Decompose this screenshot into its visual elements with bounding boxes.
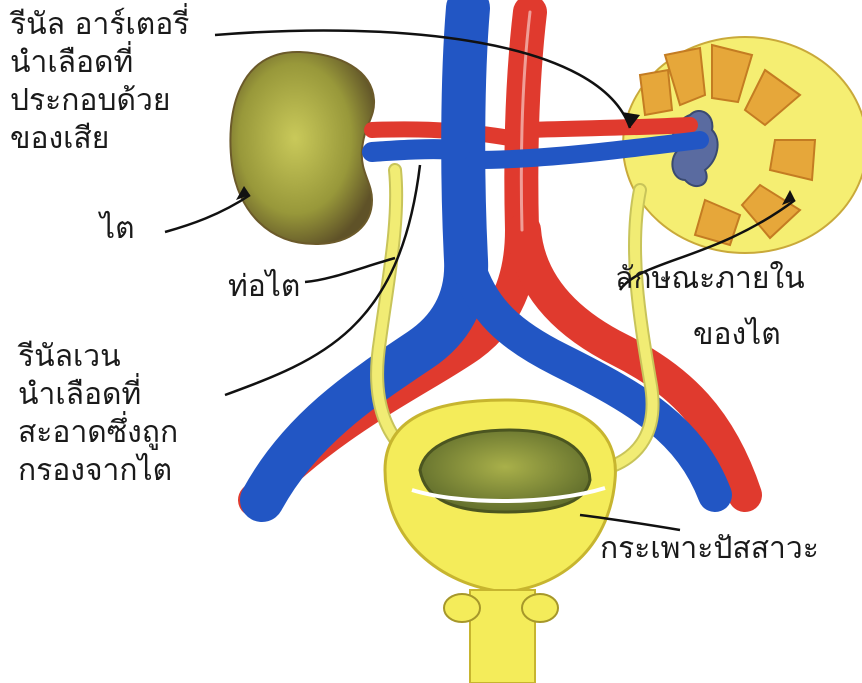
label-kidney-internal: ลักษณะภายใน ของไต bbox=[615, 260, 805, 354]
renal-vein-line-2: นำเลือดที่ bbox=[18, 376, 178, 414]
renal-artery-line-1: รีนัล อาร์เตอรี่ bbox=[10, 6, 189, 44]
kidney-internal-line-2: ของไต bbox=[693, 316, 805, 354]
label-renal-artery: รีนัล อาร์เตอรี่ นำเลือดที่ ประกอบด้วย ข… bbox=[10, 6, 189, 158]
renal-artery-line-2: นำเลือดที่ bbox=[10, 44, 189, 82]
kidney-left bbox=[230, 52, 374, 244]
kidney-internal-line-1: ลักษณะภายใน bbox=[615, 260, 805, 298]
label-kidney: ไต bbox=[100, 210, 135, 248]
renal-vein-line-4: กรองจากไต bbox=[18, 452, 178, 490]
renal-vein-line-3: สะอาดซึ่งถูก bbox=[18, 414, 178, 452]
label-renal-vein: รีนัลเวน นำเลือดที่ สะอาดซึ่งถูก กรองจาก… bbox=[18, 338, 178, 490]
renal-artery-line-4: ของเสีย bbox=[10, 120, 189, 158]
renal-artery-line-3: ประกอบด้วย bbox=[10, 82, 189, 120]
label-ureter: ท่อไต bbox=[228, 268, 300, 306]
renal-vein-line-1: รีนัลเวน bbox=[18, 338, 178, 376]
bladder bbox=[385, 400, 615, 683]
label-bladder: กระเพาะปัสสาวะ bbox=[600, 530, 819, 568]
